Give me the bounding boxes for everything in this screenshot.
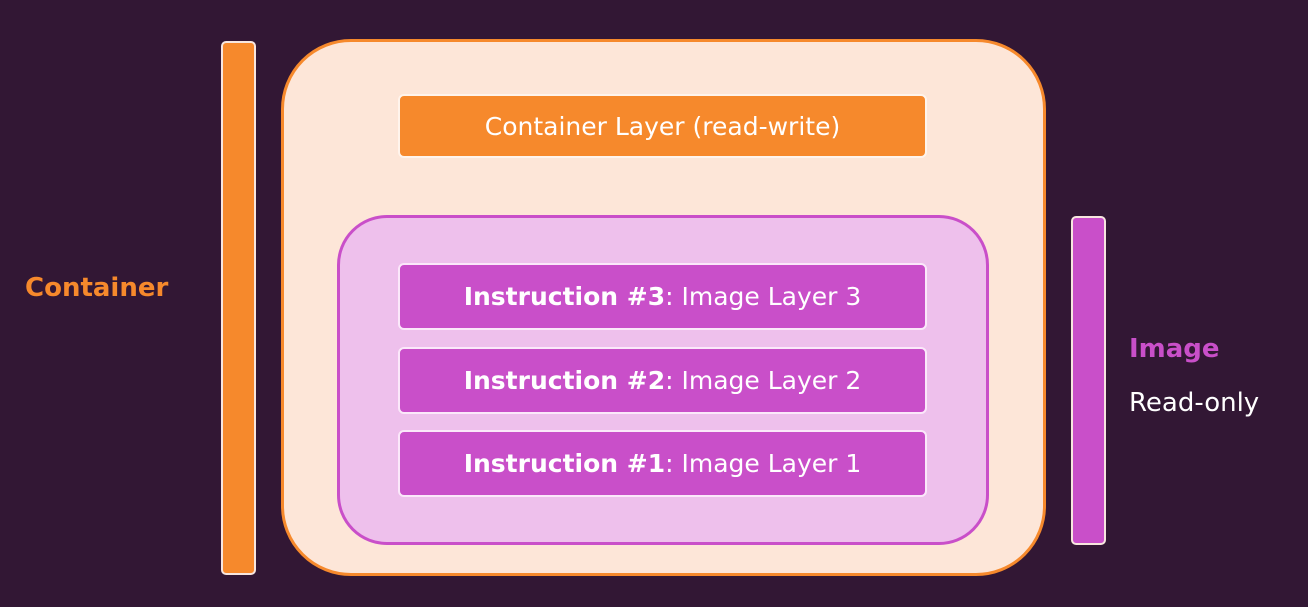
instruction-2-block: Instruction #2: Image Layer 2: [398, 347, 927, 414]
instruction-1-prefix: Instruction #1: [463, 449, 666, 478]
instruction-1-block: Instruction #1: Image Layer 1: [398, 430, 927, 497]
instruction-3-suffix: : Image Layer 3: [665, 282, 862, 311]
container-layer-label: Container Layer (read-write): [484, 111, 841, 141]
image-label: Image: [1129, 334, 1220, 364]
instruction-2-suffix: : Image Layer 2: [665, 366, 862, 395]
read-only-label: Read-only: [1129, 388, 1260, 418]
instruction-2-prefix: Instruction #2: [463, 366, 666, 395]
instruction-1-suffix: : Image Layer 1: [665, 449, 862, 478]
instruction-3-prefix: Instruction #3: [463, 282, 666, 311]
image-bracket-bar: [1071, 216, 1106, 545]
instruction-3-block: Instruction #3: Image Layer 3: [398, 263, 927, 330]
container-layer-block: Container Layer (read-write): [398, 94, 927, 158]
container-bracket-bar: [221, 41, 256, 575]
container-label: Container: [25, 273, 169, 303]
